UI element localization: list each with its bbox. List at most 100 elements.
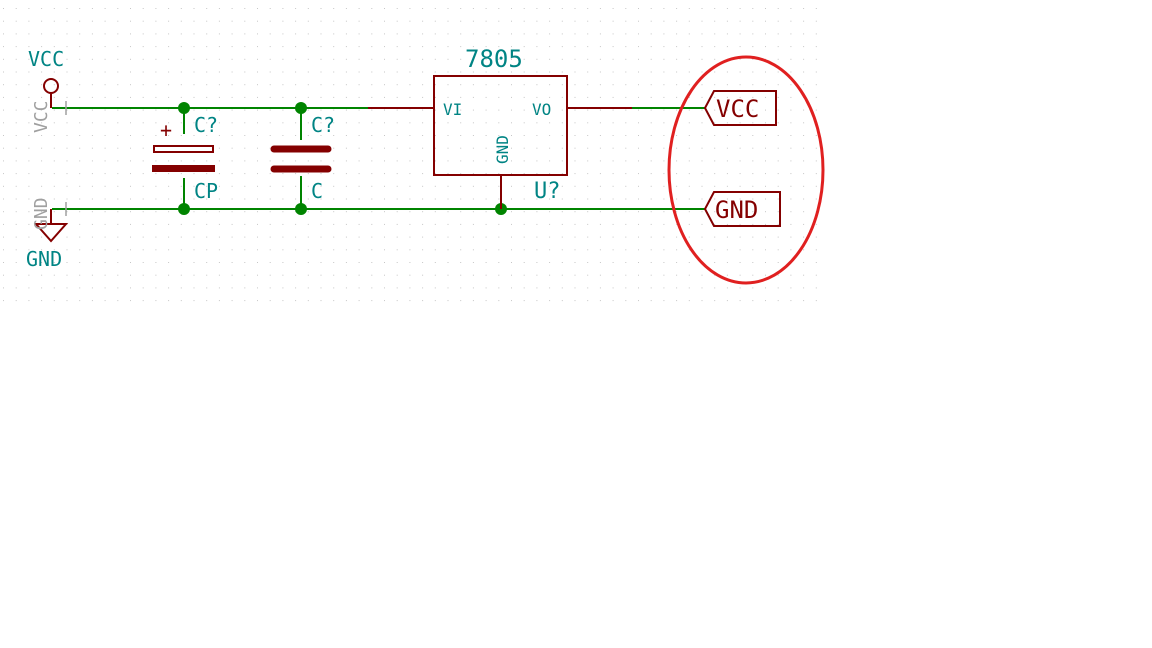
grid-dot (206, 274, 208, 276)
grid-dot (638, 20, 639, 22)
grid-dot (320, 287, 322, 289)
grid-dot (447, 223, 449, 225)
grid-dot (193, 33, 195, 35)
grid-dot (472, 58, 474, 60)
grid-dot (91, 96, 93, 98)
grid-dot (650, 287, 652, 289)
grid-dot (396, 300, 398, 302)
grid-dot (91, 33, 93, 35)
grid-dot (345, 84, 347, 86)
grid-dot (218, 287, 220, 289)
grid-dot (3, 211, 4, 213)
grid-dot (549, 147, 551, 149)
grid-dot (79, 84, 81, 86)
grid-dot (485, 160, 487, 162)
grid-dot (511, 287, 512, 289)
grid-dot (485, 198, 487, 200)
grid-dot (803, 8, 805, 9)
grid-dot (650, 122, 652, 124)
grid-dot (244, 223, 246, 225)
grid-dot (345, 147, 347, 149)
grid-dot (320, 274, 322, 276)
grid-dot (650, 58, 652, 60)
grid-dot (91, 58, 93, 60)
grid-dot (726, 84, 728, 86)
grid-dot (28, 249, 30, 251)
grid-dot (333, 223, 335, 225)
grid-dot (777, 109, 779, 111)
grid-dot (130, 71, 131, 73)
grid-dot (638, 84, 639, 86)
grid-dot (549, 287, 551, 289)
grid-dot (333, 160, 335, 162)
grid-dot (561, 262, 563, 263)
grid-dot (815, 249, 817, 251)
grid-dot (536, 236, 538, 238)
grid-dot (193, 287, 195, 289)
grid-dot (663, 122, 665, 124)
grid-dot (66, 135, 68, 136)
grid-dot (523, 287, 525, 289)
hierarchical-label-gnd[interactable]: GND (703, 191, 781, 227)
grid-dot (434, 262, 436, 263)
grid-dot (511, 135, 512, 136)
grid-dot (295, 71, 297, 73)
grid-dot (523, 223, 525, 225)
grid-dot (752, 185, 754, 187)
grid-dot (511, 223, 512, 225)
grid-dot (384, 20, 385, 22)
grid-dot (549, 135, 551, 136)
grid-dot (523, 173, 525, 175)
grid-dot (625, 211, 627, 213)
grid-dot (168, 20, 170, 22)
grid-dot (650, 300, 652, 302)
grid-dot (66, 236, 68, 238)
grid-dot (701, 287, 703, 289)
grid-dot (447, 147, 449, 149)
grid-dot (384, 147, 385, 149)
grid-dot (815, 236, 817, 238)
hierarchical-label-vcc[interactable]: VCC (703, 90, 777, 126)
grid-dot (790, 20, 792, 22)
grid-dot (142, 20, 144, 22)
grid-dot (701, 71, 703, 73)
grid-dot (307, 160, 309, 162)
grid-dot (41, 122, 43, 124)
grid-dot (28, 84, 30, 86)
grid-dot (549, 262, 551, 263)
grid-dot (790, 274, 792, 276)
regulator-7805[interactable]: 7805 VI VO GND U? (368, 45, 632, 209)
grid-dot (777, 223, 779, 225)
grid-dot (384, 185, 385, 187)
grid-dot (599, 122, 601, 124)
grid-dot (79, 211, 81, 213)
grid-dot (561, 122, 563, 124)
grid-dot (511, 236, 512, 238)
capacitor-c[interactable]: C? C (270, 113, 335, 203)
grid-dot (53, 109, 55, 111)
grid-dot (218, 58, 220, 60)
grid-dot (790, 135, 792, 136)
grid-dot (498, 287, 500, 289)
grid-dot (358, 160, 360, 162)
power-vcc-icon[interactable]: VCC VCC (28, 47, 67, 133)
grid-dot (155, 223, 157, 225)
grid-dot (28, 300, 30, 302)
grid-dot (79, 274, 81, 276)
grid-dot (180, 58, 182, 60)
grid-dot (295, 223, 297, 225)
grid-dot (663, 198, 665, 200)
capacitor-cp[interactable]: + C? CP (152, 113, 218, 203)
grid-dot (574, 8, 576, 9)
grid-dot (130, 211, 131, 213)
grid-dot (714, 109, 716, 111)
power-gnd-icon[interactable]: GND GND (26, 197, 69, 271)
grid-dot (612, 71, 614, 73)
grid-dot (295, 287, 297, 289)
grid-dot (599, 147, 601, 149)
grid-dot (765, 211, 766, 213)
grid-dot (371, 147, 373, 149)
grid-dot (726, 223, 728, 225)
grid-dot (269, 173, 271, 175)
